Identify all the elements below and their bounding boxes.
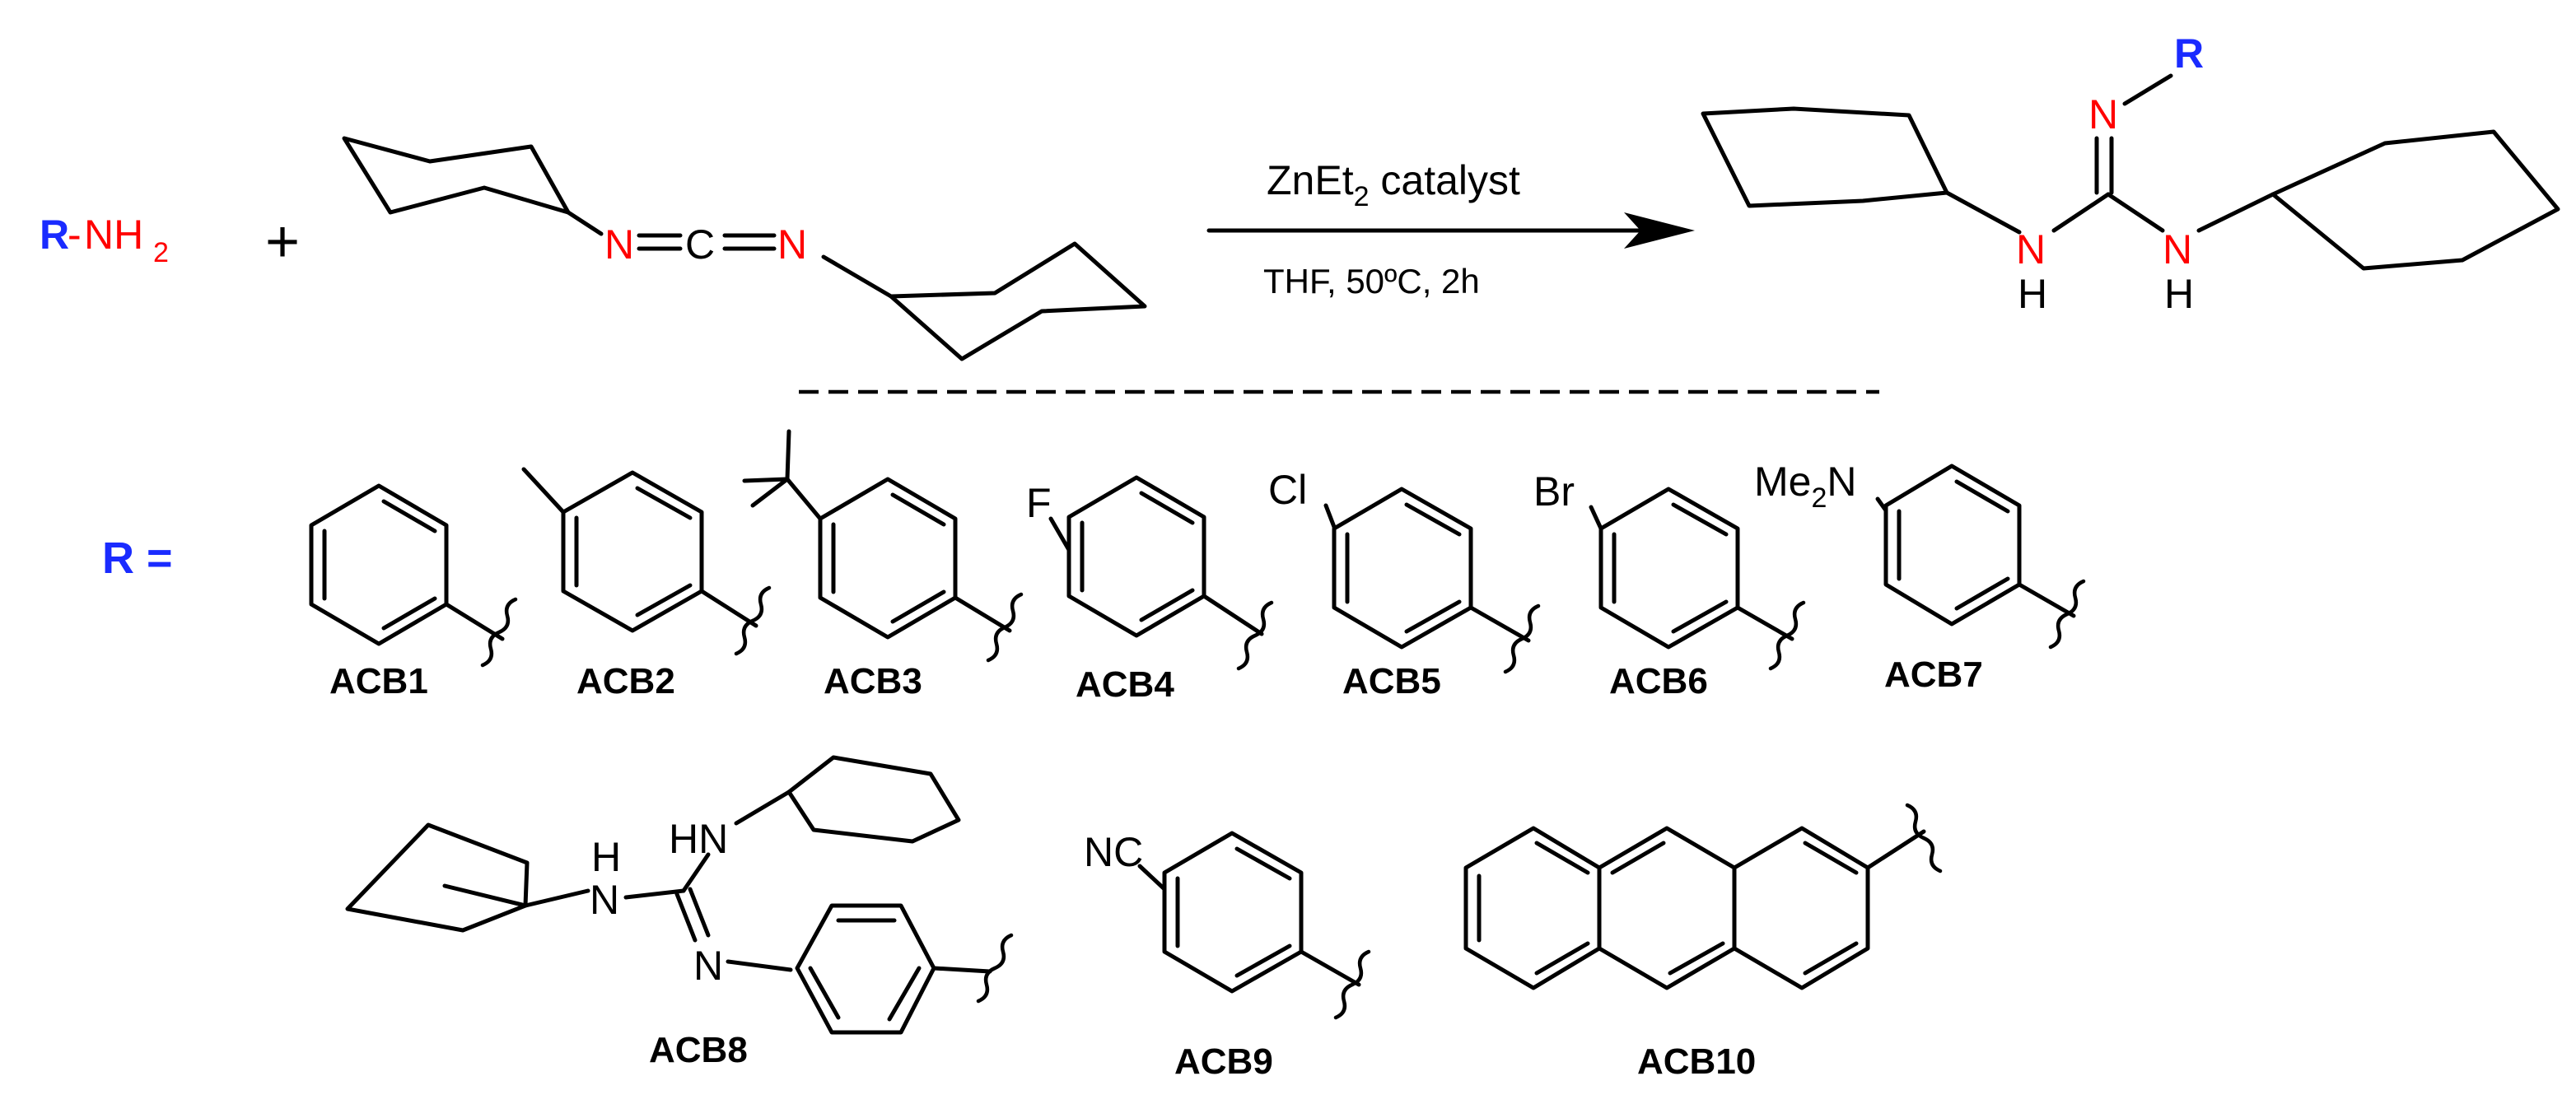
acb5-structure: Cl [1268, 467, 1541, 674]
dcc-n1-label: N [604, 221, 634, 268]
acb2-structure [521, 467, 772, 656]
product-r-label: R [2174, 30, 2204, 77]
product-nh1-n: N [2016, 226, 2046, 273]
acb6-br-label: Br [1533, 468, 1575, 515]
product-nh2-h: H [2164, 271, 2194, 317]
conditions-reagent: ZnEt2 catalyst [1267, 157, 1520, 212]
label-acb7: ACB7 [1884, 654, 1983, 695]
acb4-f-label: F [1026, 480, 1052, 526]
guanidine-product: N H N R N H [1701, 30, 2560, 317]
label-acb2: ACB2 [576, 661, 675, 701]
label-acb1: ACB1 [329, 661, 428, 701]
acb8-cyclohexyl-top [786, 755, 961, 844]
acb5-cl-label: Cl [1268, 467, 1307, 513]
compound-labels: ACB1 ACB2 ACB3 ACB4 ACB5 ACB6 ACB7 ACB8 … [329, 654, 1983, 1082]
reaction-arrow: ZnEt2 catalyst THF, 50ºC, 2h [1206, 157, 1695, 300]
amine-nh-label: NH [84, 212, 143, 258]
acb9-structure: NC [1084, 829, 1371, 1020]
label-acb8: ACB8 [649, 1030, 748, 1070]
acb8-n2-label: N [693, 943, 723, 989]
dcc-c-label: C [685, 221, 715, 268]
acb8-structure: H N HN N [345, 755, 1014, 1035]
acb8-h-label: H [591, 834, 621, 880]
product-cyclohexyl-right [2270, 129, 2560, 271]
amine-reactant: R - NH 2 [40, 212, 169, 268]
acb7-structure: Me2N [1754, 459, 2086, 650]
conditions-solvent-temp-time: THF, 50ºC, 2h [1263, 262, 1480, 300]
label-acb6: ACB6 [1609, 661, 1708, 701]
arrow-head [1624, 212, 1695, 249]
acb1-structure [309, 483, 518, 668]
label-acb3: ACB3 [824, 661, 922, 701]
amine-dash: - [68, 212, 82, 258]
r-equals-label: R = [102, 533, 173, 583]
acb9-nc-label: NC [1084, 829, 1143, 875]
bond-n2-c [821, 254, 894, 299]
acb8-cyclohexyl-left [345, 822, 530, 933]
acb4-structure: F [1026, 475, 1274, 671]
acb6-structure: Br [1533, 468, 1806, 671]
product-cyclohexyl-left [1701, 106, 1949, 208]
product-nh2-n: N [2163, 226, 2192, 273]
bond-c-n1 [566, 210, 604, 236]
label-acb10: ACB10 [1637, 1041, 1756, 1082]
acb8-hn-label: HN [669, 816, 728, 862]
product-imine-n: N [2088, 91, 2118, 137]
amine-r-label: R [40, 212, 69, 258]
label-acb5: ACB5 [1342, 661, 1441, 701]
product-nh1-h: H [2018, 271, 2047, 317]
amine-subscript: 2 [153, 237, 169, 268]
plus-sign: + [265, 209, 300, 275]
cyclohexyl-ring-right [889, 241, 1147, 361]
carbodiimide-reactant: N C N [342, 136, 1147, 361]
acb7-me2n-label: Me2N [1754, 459, 1857, 514]
acb10-structure [1463, 803, 1943, 990]
label-acb9: ACB9 [1174, 1041, 1273, 1082]
acb3-structure [742, 429, 1024, 663]
cyclohexyl-ring-left [342, 136, 571, 215]
label-acb4: ACB4 [1076, 664, 1174, 705]
dcc-n2-label: N [777, 221, 807, 268]
acb8-n1-label: N [590, 877, 619, 923]
